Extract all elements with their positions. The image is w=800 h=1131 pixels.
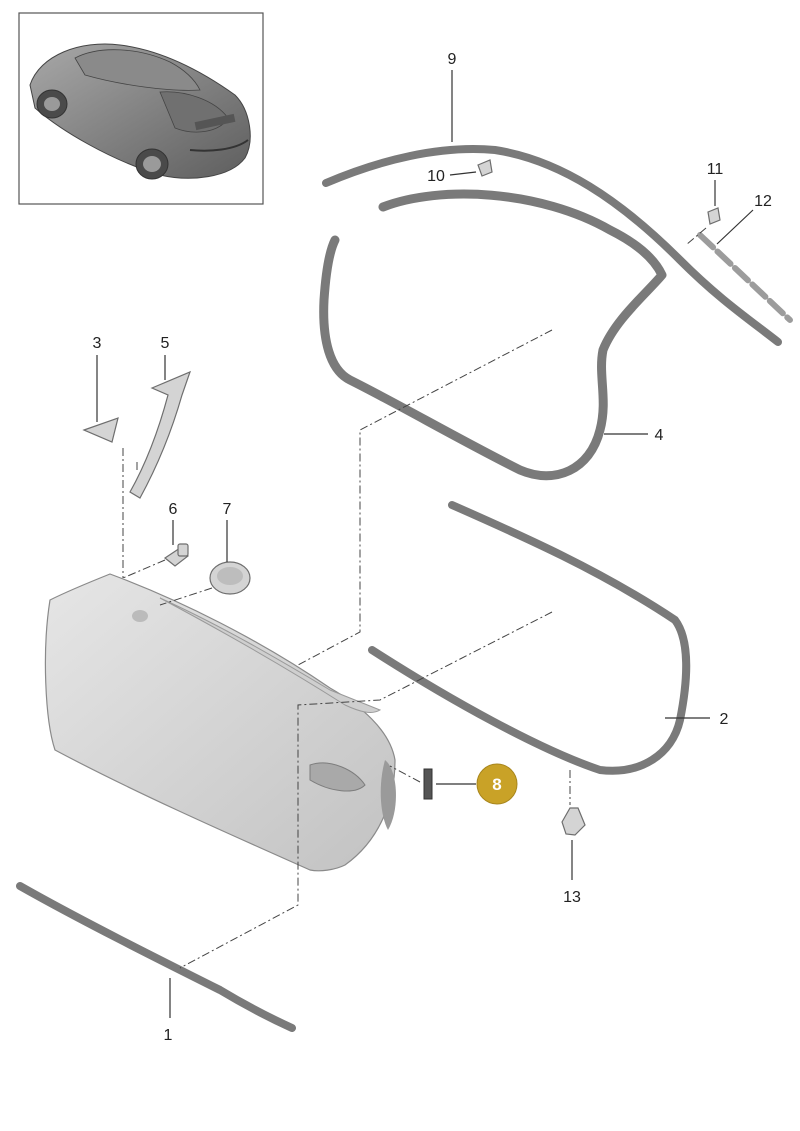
vehicle-thumbnail bbox=[18, 12, 264, 205]
callout-label-13[interactable]: 13 bbox=[563, 889, 581, 906]
callout-label-8[interactable]: 8 bbox=[492, 775, 501, 794]
trim-strip-part-12 bbox=[697, 232, 793, 323]
callout-labels: 9 10 11 12 3 5 4 6 7 2 13 1 bbox=[93, 51, 772, 1044]
callout-label-12[interactable]: 12 bbox=[754, 193, 772, 210]
roof-frame-seal bbox=[322, 145, 782, 346]
window-seal-part-4 bbox=[319, 189, 667, 481]
pad-part-8 bbox=[423, 768, 433, 800]
callout-label-5[interactable]: 5 bbox=[161, 335, 170, 352]
callout-label-4[interactable]: 4 bbox=[655, 427, 664, 444]
assembly-lines bbox=[122, 227, 707, 969]
highlight-badge[interactable] bbox=[476, 763, 518, 805]
callout-label-2[interactable]: 2 bbox=[720, 711, 729, 728]
retainer-part-13 bbox=[561, 807, 586, 836]
pillar-trim-part-5 bbox=[129, 370, 192, 499]
callout-label-6[interactable]: 6 bbox=[169, 501, 178, 518]
callout-label-1[interactable]: 1 bbox=[164, 1027, 173, 1044]
car-illustration bbox=[29, 43, 251, 180]
door-seal-part-2 bbox=[368, 501, 691, 775]
callout-label-3[interactable]: 3 bbox=[93, 335, 102, 352]
callout-label-9[interactable]: 9 bbox=[448, 51, 457, 68]
door-panel bbox=[44, 573, 396, 872]
lower-seal-part-1 bbox=[16, 882, 296, 1032]
clip-part-10 bbox=[477, 159, 493, 177]
callout-label-11[interactable]: 11 bbox=[707, 161, 724, 178]
callout-label-7[interactable]: 7 bbox=[223, 501, 232, 518]
bolt-part-6 bbox=[163, 543, 189, 567]
clip-part-11 bbox=[707, 207, 721, 225]
highlighted-callout-8[interactable]: 8 bbox=[476, 763, 518, 805]
plug-cap-part-7 bbox=[209, 561, 251, 595]
mirror-triangle-part-3 bbox=[82, 417, 119, 443]
callout-label-10[interactable]: 10 bbox=[427, 168, 445, 185]
leader-lines bbox=[96, 70, 754, 1018]
